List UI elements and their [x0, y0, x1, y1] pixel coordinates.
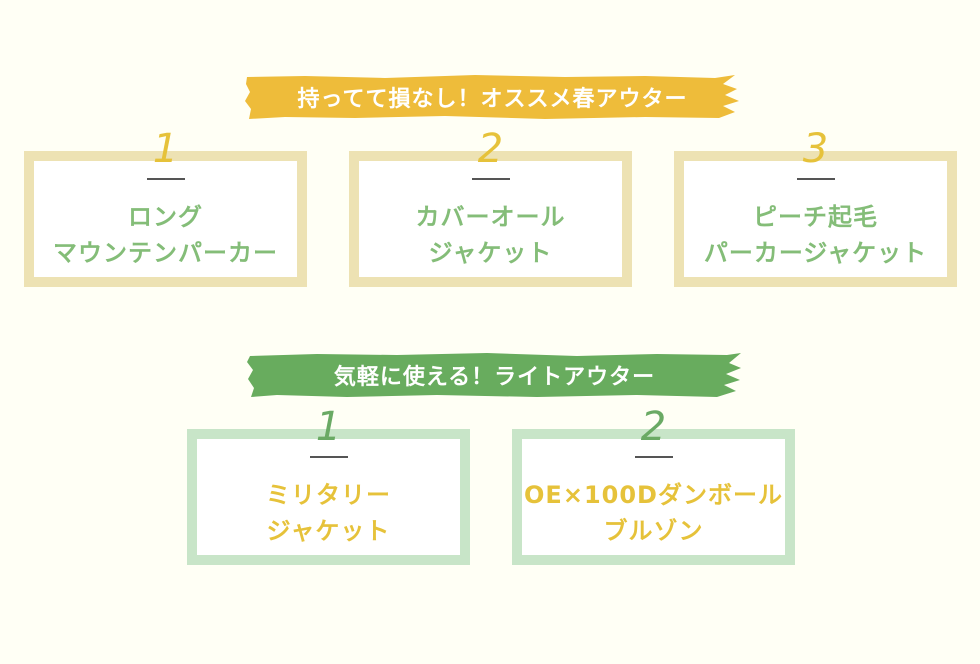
card-label: ロング マウンテンパーカー [34, 199, 297, 271]
card-label-line1: カバーオール [415, 203, 566, 231]
card-label-line1: ミリタリー [266, 481, 391, 509]
section1-card-2: 2 カバーオール ジャケット [349, 129, 632, 287]
card-label-line1: OE×100Dダンボール [524, 481, 783, 509]
section2-card-1: 1 ミリタリー ジャケット [187, 407, 470, 565]
card-number: 1 [315, 404, 342, 450]
card-number: 1 [152, 126, 179, 172]
number-underline [309, 456, 348, 458]
card-label: OE×100Dダンボール ブルゾン [522, 477, 785, 549]
card-label-line2: ジャケット [428, 239, 553, 267]
card-label-line2: パーカージャケット [703, 239, 928, 267]
card-label: ピーチ起毛 パーカージャケット [684, 199, 947, 271]
card-label: ミリタリー ジャケット [197, 477, 460, 549]
section1-brush-stroke [245, 75, 739, 119]
section1-banner: 持ってて損なし！オススメ春アウター [245, 74, 740, 120]
card-number: 2 [640, 404, 667, 450]
card-label-line1: ロング [128, 203, 203, 231]
card-label-line2: マウンテンパーカー [53, 239, 278, 267]
section2-heading: 気軽に使える！ライトアウター [333, 365, 656, 390]
card-label: カバーオール ジャケット [359, 199, 622, 271]
number-underline [471, 178, 510, 180]
card-label-line1: ピーチ起毛 [753, 203, 878, 231]
number-underline [634, 456, 673, 458]
section1-card-3: 3 ピーチ起毛 パーカージャケット [674, 129, 957, 287]
section2-banner: 気軽に使える！ライトアウター [247, 352, 742, 398]
card-label-line2: ジャケット [266, 517, 391, 545]
card-number: 2 [477, 126, 504, 172]
card-number: 3 [802, 126, 829, 172]
section2-card-2: 2 OE×100Dダンボール ブルゾン [512, 407, 795, 565]
number-underline [796, 178, 835, 180]
card-label-line2: ブルゾン [603, 517, 704, 545]
section1-card-1: 1 ロング マウンテンパーカー [24, 129, 307, 287]
section1-heading: 持ってて損なし！オススメ春アウター [297, 87, 688, 112]
number-underline [146, 178, 185, 180]
section2-brush-stroke [247, 353, 741, 397]
